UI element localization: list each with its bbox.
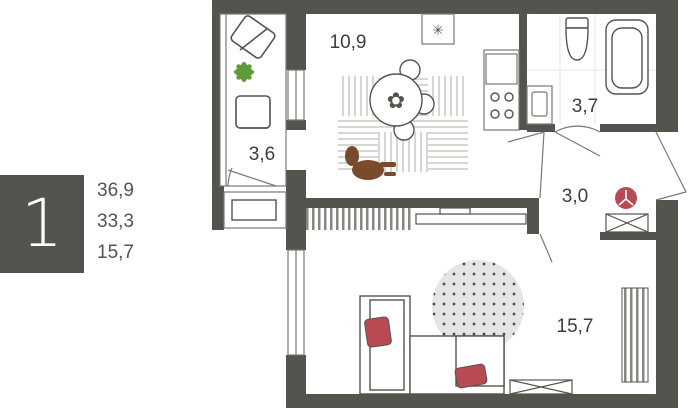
room-area: 15,7 [97, 242, 134, 263]
kitchen-counter [421, 13, 520, 131]
hood-icon: ✳ [432, 23, 444, 39]
stove-icon [490, 92, 514, 119]
rooms-count-badge: 1 [0, 175, 84, 273]
living-cabinet [509, 379, 573, 395]
kitchen-area-label: 10,9 [330, 32, 367, 53]
hall-cabinet [605, 213, 649, 233]
balcony-area-label: 3,6 [249, 144, 275, 165]
flower-icon: ✿ [387, 89, 405, 114]
living-radiator-right [621, 287, 649, 383]
area-summary: 36,9 33,3 15,7 [97, 175, 134, 268]
walls [212, 0, 678, 408]
cushion-icons [364, 316, 488, 389]
plant-icon [234, 62, 254, 82]
balcony-cabinet [231, 199, 277, 221]
window-lines [219, 13, 305, 356]
living-area: 33,3 [97, 211, 134, 232]
electric-panel-icon [615, 187, 637, 209]
living-room-area-label: 15,7 [557, 316, 594, 337]
hall-area-label: 3,0 [562, 186, 588, 207]
total-area: 36,9 [97, 180, 134, 201]
living-radiator-left [306, 208, 414, 230]
toilet-icon [565, 17, 589, 61]
living-rug [432, 260, 524, 352]
dining-table [369, 59, 435, 141]
balcony-door [227, 167, 277, 187]
bathroom-door [554, 125, 601, 157]
kitchen-sink [526, 85, 553, 125]
balcony-chair-bottom [235, 95, 271, 129]
hall-doors [507, 131, 687, 263]
bathtub-icon [605, 19, 649, 95]
tv-stand [415, 207, 527, 225]
balcony-chair-top [230, 15, 276, 59]
dog-icon [345, 146, 396, 180]
bathroom-area-label: 3,7 [572, 96, 598, 117]
